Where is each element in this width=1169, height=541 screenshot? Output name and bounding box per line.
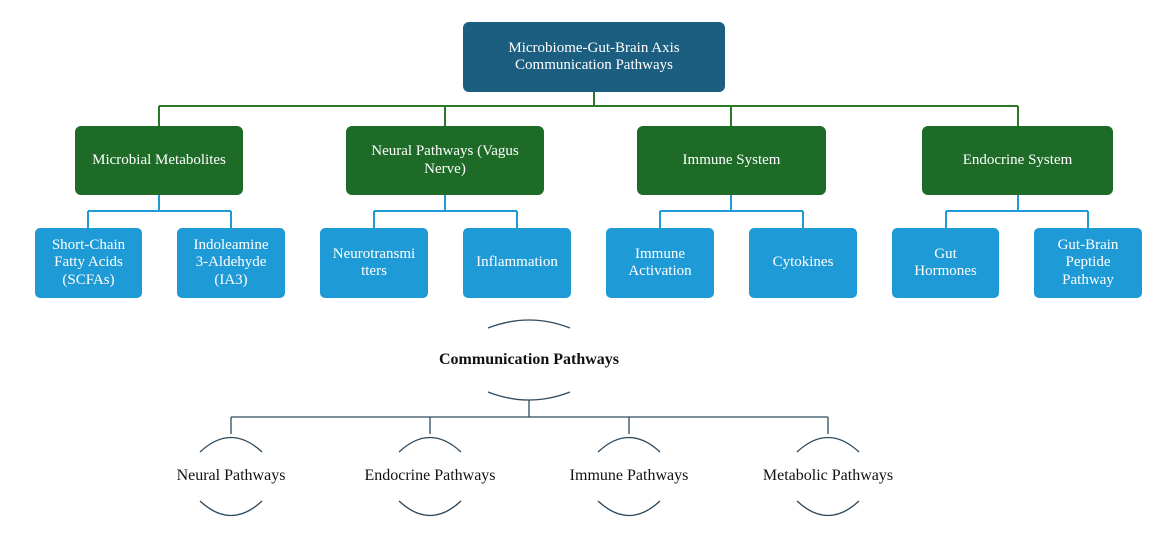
leaf-gut-brain-peptide: Gut-Brain Peptide Pathway <box>1034 228 1142 298</box>
leaf-inflammation: Inflammation <box>463 228 571 298</box>
root-label: Microbiome-Gut-Brain Axis Communication … <box>508 39 680 73</box>
pathway-item-endocrine: Endocrine Pathways <box>364 467 496 484</box>
leaf-label: Gut-Brain Peptide Pathway <box>1057 237 1119 288</box>
leaf-gut-hormones: Gut Hormones <box>892 228 999 298</box>
leaf-connectors <box>87 195 1089 228</box>
leaf-label: Gut Hormones <box>914 245 977 279</box>
leaf-label: Immune Activation <box>628 245 692 279</box>
category-endocrine-system: Endocrine System <box>922 126 1113 195</box>
leaf-immune-activation: Immune Activation <box>606 228 714 298</box>
item-arc-top <box>199 437 263 453</box>
leaf-cytokines: Cytokines <box>749 228 857 298</box>
item-arc-bottom <box>199 500 263 516</box>
category-immune-system: Immune System <box>637 126 826 195</box>
heading-arc-bottom <box>487 391 571 401</box>
leaf-label: Cytokines <box>772 254 834 271</box>
leaf-ia3: Indoleamine 3-Aldehyde (IA3) <box>177 228 285 298</box>
item-arc-top <box>398 437 462 453</box>
leaf-label: Short-Chain Fatty Acids (SCFAs) <box>51 237 126 288</box>
category-neural-pathways: Neural Pathways (Vagus Nerve) <box>346 126 544 195</box>
item-arc-bottom <box>597 500 661 516</box>
item-arc-bottom <box>398 500 462 516</box>
bottom-connectors <box>199 319 860 516</box>
leaf-label: Neurotransmi tters <box>332 245 416 279</box>
root-node: Microbiome-Gut-Brain Axis Communication … <box>463 22 725 92</box>
leaf-label: Inflammation <box>476 254 558 271</box>
root-connectors <box>158 92 1019 126</box>
pathway-item-neural: Neural Pathways <box>176 467 286 484</box>
pathway-item-metabolic: Metabolic Pathways <box>762 467 894 484</box>
category-microbial-metabolites: Microbial Metabolites <box>75 126 243 195</box>
communication-pathways-heading: Communication Pathways <box>438 351 619 368</box>
category-label: Immune System <box>682 151 781 168</box>
item-arc-top <box>597 437 661 453</box>
category-label: Endocrine System <box>962 151 1073 168</box>
heading-arc-top <box>487 319 571 329</box>
item-arc-top <box>796 437 860 453</box>
leaf-scfas: Short-Chain Fatty Acids (SCFAs) <box>35 228 142 298</box>
category-label: Neural Pathways (Vagus Nerve) <box>371 143 519 177</box>
leaf-label: Indoleamine 3-Aldehyde (IA3) <box>193 237 269 288</box>
leaf-neurotransmitters: Neurotransmi tters <box>320 228 428 298</box>
pathway-item-immune: Immune Pathways <box>569 467 689 484</box>
item-arc-bottom <box>796 500 860 516</box>
category-label: Microbial Metabolites <box>92 151 226 168</box>
